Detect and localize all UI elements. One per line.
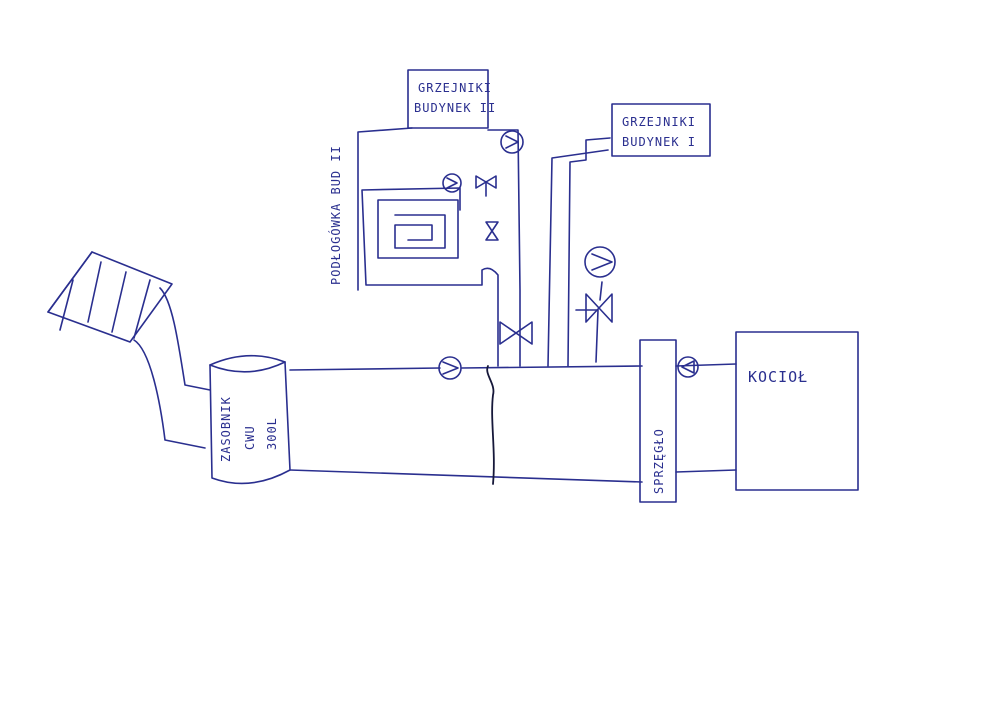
solar-pipe-lower [133,339,206,449]
return-building-2 [361,187,499,367]
pump-underfloor-icon [442,173,462,193]
pump-main-icon [438,356,462,380]
check-valve-boiler-icon [677,356,699,378]
boiler-return-pipe [675,469,737,473]
radiators-building-1-box [611,103,711,157]
valve-building-1-icon [585,293,613,323]
hydraulic-separator-box [639,339,677,503]
return-header [289,469,643,483]
building-1-inner [575,281,603,363]
riser-building-1 [547,149,609,367]
tank-label-3: 300L [265,417,279,450]
riser-building-2 [487,129,521,367]
radiators-building-2-title: GRZEJNIKI [418,81,492,95]
underfloor-label: PODŁOGÓWKA BUD II [328,145,343,285]
supply-header-right [461,365,643,369]
boiler-box [735,331,859,491]
supply-header-left [289,367,441,371]
pump-building-2-icon [500,130,524,154]
underfloor-coil [377,199,459,259]
valve-underfloor-return-icon [485,221,499,241]
radiators-building-1-subtitle: BUDYNEK I [622,135,696,149]
boiler-label: KOCIOŁ [748,368,808,386]
pump-building-1-icon [584,246,616,278]
solar-collector [47,251,173,343]
valve-building-2-icon [499,321,533,345]
radiators-building-2-box [407,69,489,129]
radiators-building-1-title: GRZEJNIKI [622,115,696,129]
hydraulic-separator-label: SPRZĘGŁO [652,428,666,494]
tank-label-1: ZASOBNIK [219,396,233,462]
mixing-valve-underfloor-icon [475,175,497,197]
radiators-building-2-subtitle: BUDYNEK II [414,101,496,115]
solar-pipe-upper [159,287,211,391]
bypass-line [486,365,495,485]
tank-label-2: CWU [243,425,257,450]
building-2-top-loop [357,127,413,291]
return-building-1 [567,137,611,367]
